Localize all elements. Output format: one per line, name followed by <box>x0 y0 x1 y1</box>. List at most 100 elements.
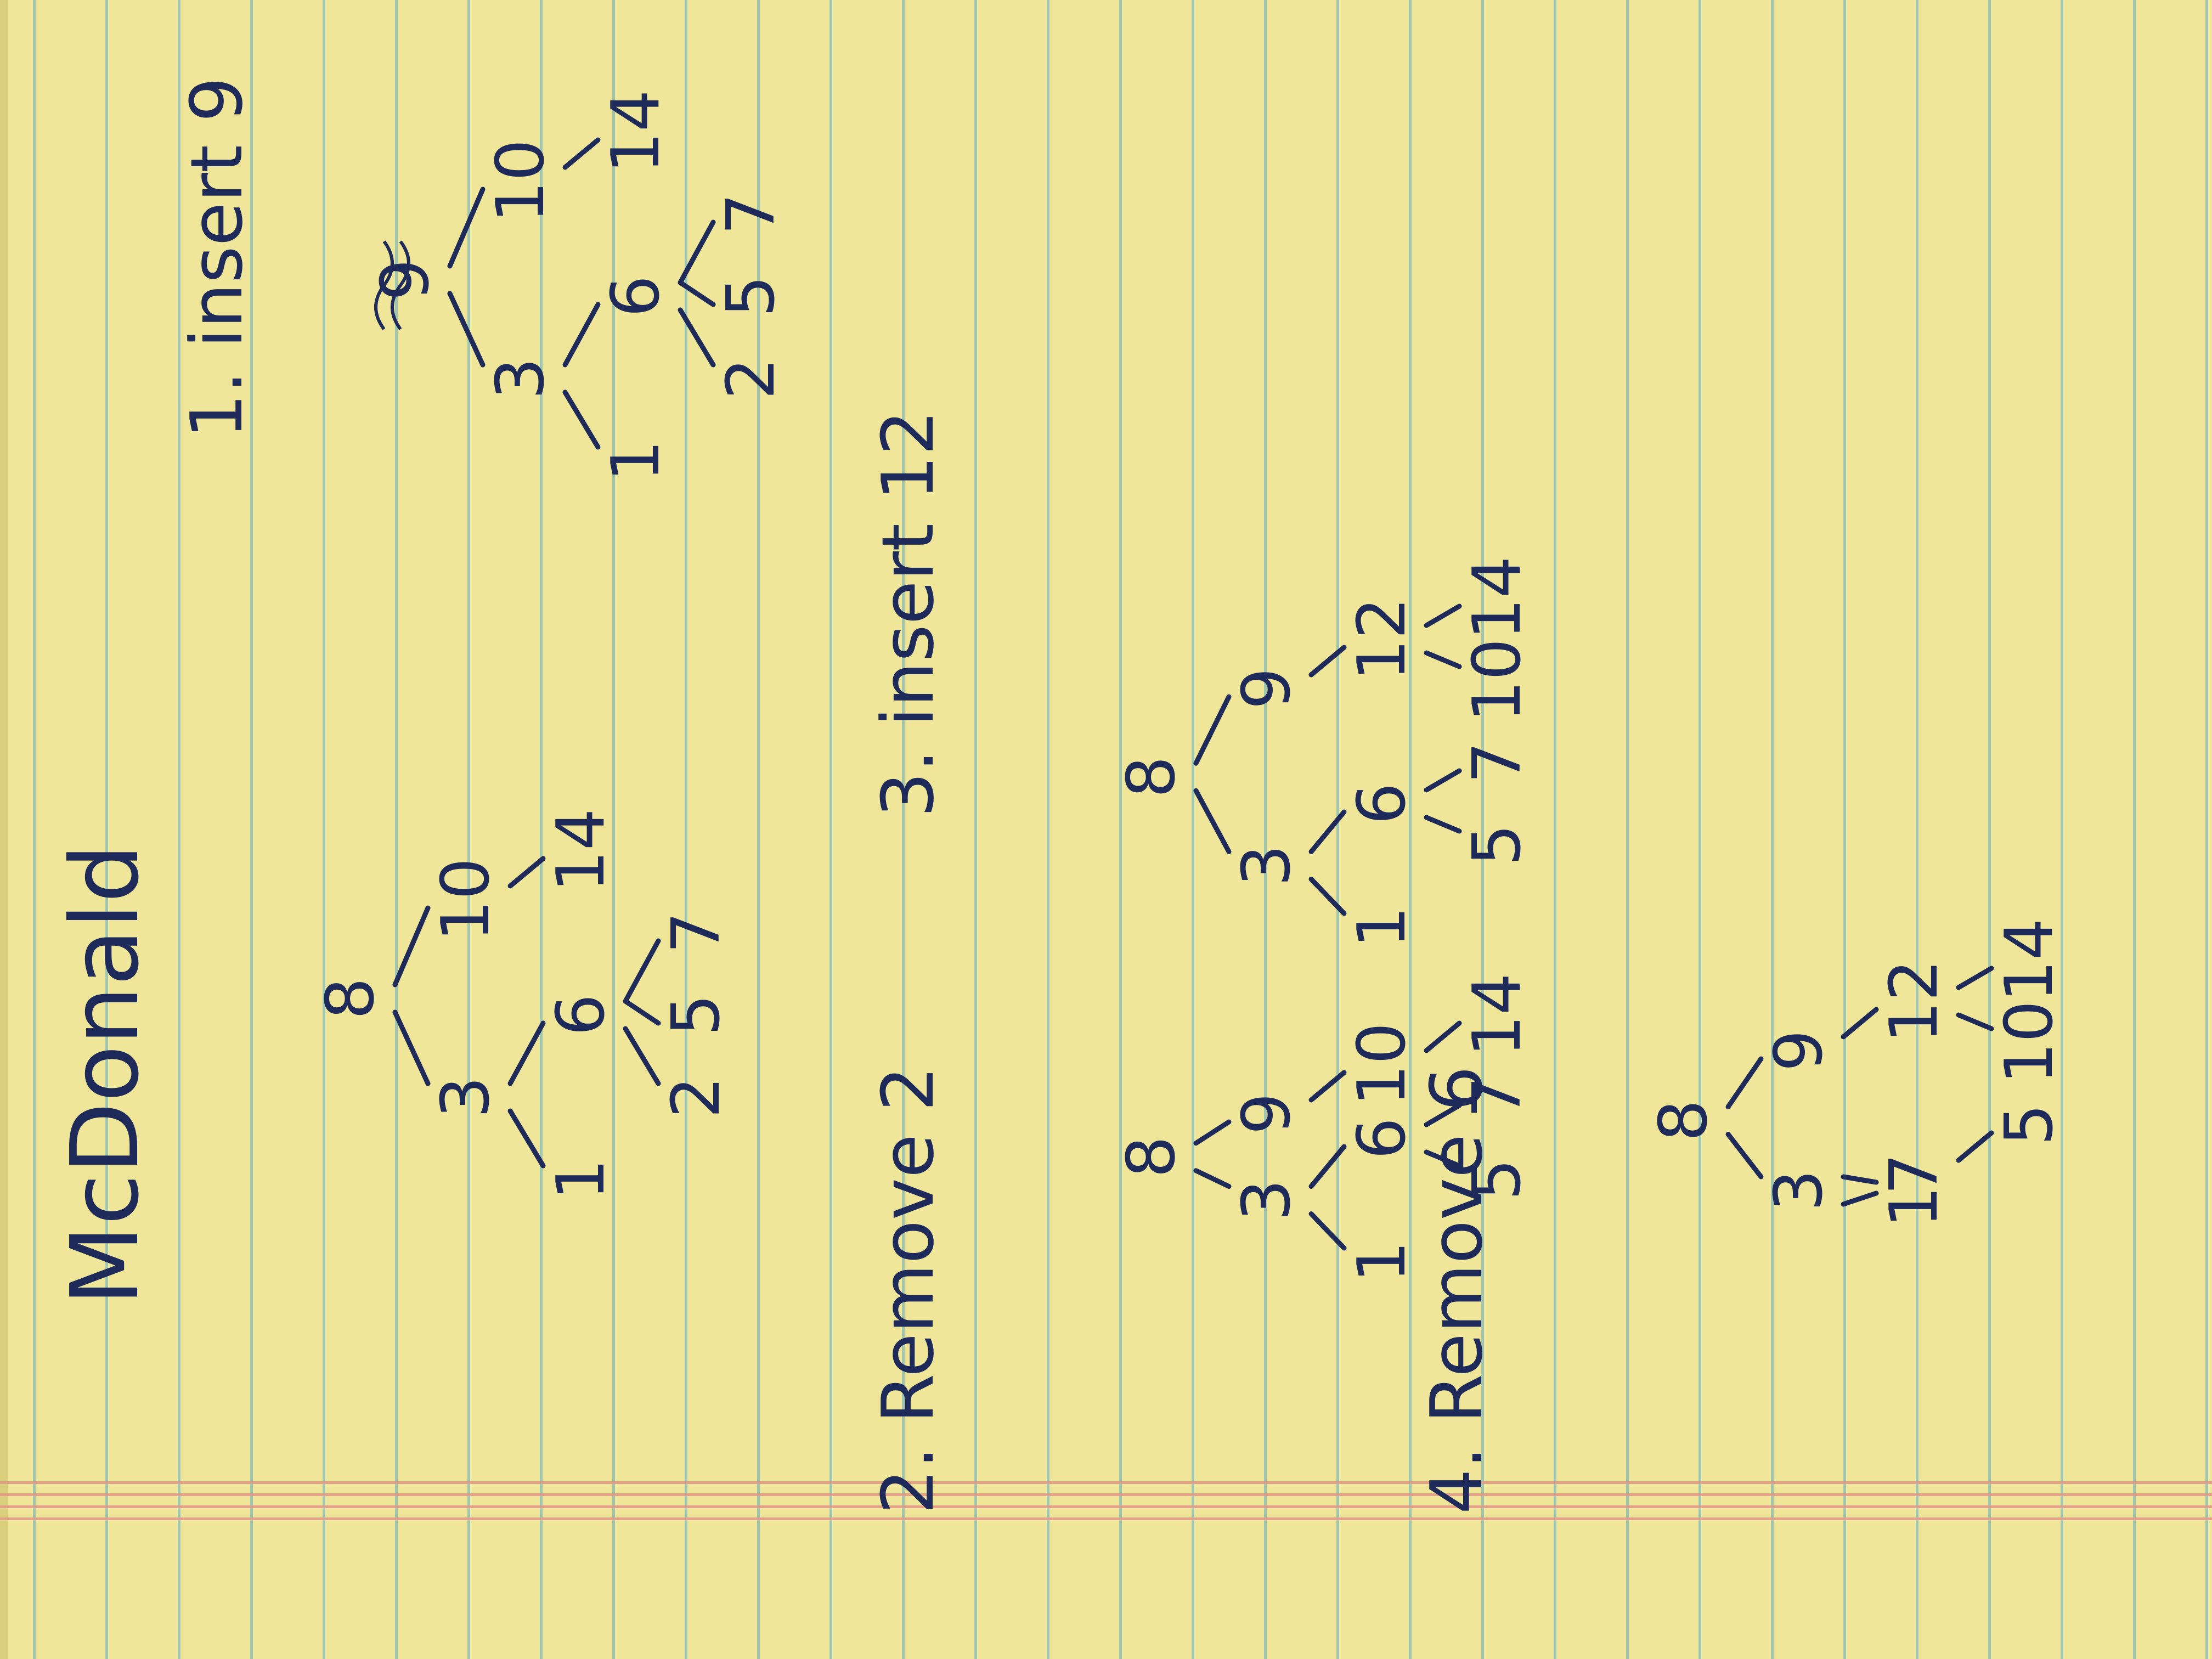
tree-edge <box>1424 1103 1462 1127</box>
tree-edge <box>1956 1130 1994 1163</box>
tree-node-2: 2 <box>658 1076 735 1118</box>
tree-edge <box>1841 1190 1879 1207</box>
tree-edge <box>507 856 546 889</box>
tree-edge <box>1956 966 1994 990</box>
ruled-line <box>757 0 760 1659</box>
ruled-line <box>1119 0 1122 1659</box>
tree-edge <box>1956 1012 1994 1031</box>
tree-node-3: 3 <box>1229 844 1305 886</box>
tree-edge <box>623 938 661 1004</box>
ruled-line <box>1916 0 1918 1659</box>
ruled-line <box>1554 0 1556 1659</box>
tree-edge <box>623 1026 661 1086</box>
tree-edge <box>392 905 431 988</box>
tree-edge <box>1424 650 1462 669</box>
tree-node-9: 9 <box>1229 1093 1305 1135</box>
ruled-line <box>1626 0 1629 1659</box>
tree-edge <box>1308 809 1347 854</box>
tree-edge <box>678 219 716 285</box>
ruled-line <box>2061 0 2063 1659</box>
tree-node-10: 10 <box>428 858 504 942</box>
ruled-line <box>1699 0 1701 1659</box>
tree-node-8: 8 <box>313 978 389 1019</box>
tree-edge <box>1424 1020 1462 1053</box>
margin-line <box>0 1493 2212 1496</box>
tree-node-1: 1 <box>1876 1186 1953 1228</box>
margin-line <box>0 1505 2212 1508</box>
tree-node-14: 14 <box>543 809 619 893</box>
margin-line <box>0 1481 2212 1484</box>
tree-edge <box>1308 1211 1347 1251</box>
tree-node-14: 14 <box>1459 556 1536 640</box>
ruled-line <box>974 0 977 1659</box>
ruled-line <box>1481 0 1484 1659</box>
tree-edge <box>562 302 601 368</box>
tree-node-5: 5 <box>1459 824 1536 866</box>
tree-node-5: 5 <box>1459 1159 1536 1200</box>
tree-node-1: 1 <box>1344 1241 1420 1283</box>
margin-line <box>0 1517 2212 1520</box>
tree-edge <box>562 390 601 450</box>
ruled-line <box>1409 0 1412 1659</box>
ruled-line <box>902 0 905 1659</box>
tree-edge <box>623 998 661 1026</box>
tree-edge <box>392 1009 431 1086</box>
tree-node-8: 8 <box>1114 756 1190 798</box>
tree-node-2: 2 <box>713 358 789 399</box>
tree-node-3: 3 <box>1229 1179 1305 1221</box>
tree-node-5: 5 <box>1991 1104 2068 1146</box>
tree-node-1: 1 <box>1344 906 1420 948</box>
tree-node-7: 7 <box>1459 742 1536 783</box>
ruled-line <box>540 0 543 1659</box>
tree-edge <box>1841 1007 1879 1040</box>
tree-edge <box>678 280 716 307</box>
tree-node-6: 6 <box>1344 1118 1420 1159</box>
tree-edge <box>1193 788 1232 854</box>
tree-edge <box>1308 1144 1347 1189</box>
ruled-line <box>105 0 108 1659</box>
ruled-line <box>1264 0 1267 1659</box>
tree-node-6: 6 <box>598 275 674 317</box>
tree-node-14: 14 <box>1991 918 2068 1002</box>
tree-node-10: 10 <box>1991 1001 2068 1085</box>
tree-edge <box>507 1020 546 1086</box>
ruled-line <box>1192 0 1194 1659</box>
tree-node-14: 14 <box>1459 973 1536 1057</box>
tree-node-12: 12 <box>1876 960 1953 1043</box>
author-name: McDonald <box>51 844 160 1306</box>
tree-edge <box>678 307 716 368</box>
tree-edge <box>1424 768 1462 793</box>
tree-node-12: 12 <box>1344 597 1420 681</box>
tree-node-6: 6 <box>543 994 619 1036</box>
ruled-line <box>1336 0 1339 1659</box>
ruled-line <box>1988 0 1991 1659</box>
ruled-line <box>323 0 325 1659</box>
tree-node-7: 7 <box>713 193 789 235</box>
tree-edge <box>1193 1168 1232 1189</box>
ruled-line <box>2205 0 2208 1659</box>
ruled-line <box>830 0 832 1659</box>
tree-node-5: 5 <box>658 994 735 1036</box>
ruled-line <box>1771 0 1774 1659</box>
crossed-out-scribble <box>374 240 410 330</box>
tree-edge <box>447 291 486 368</box>
step-label-insert-9: 1. insert 9 <box>175 77 258 439</box>
tree-edge <box>1841 1174 1879 1185</box>
tree-edge <box>1424 603 1462 628</box>
page-torn-edge <box>0 0 8 1659</box>
tree-node-8: 8 <box>1646 1099 1722 1141</box>
tree-edge <box>1308 877 1347 916</box>
step-label-remove-2: 2. Remove 2 <box>866 1066 950 1514</box>
tree-edge <box>1308 1070 1347 1103</box>
tree-node-1: 1 <box>543 1159 619 1200</box>
